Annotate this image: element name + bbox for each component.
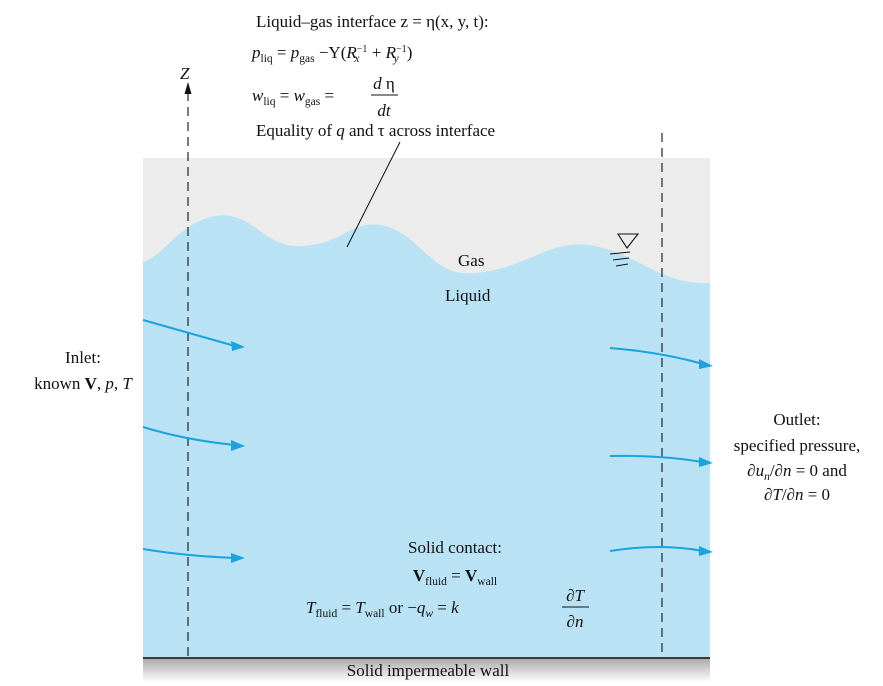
svg-text:∂n: ∂n bbox=[567, 612, 584, 631]
svg-text:∂T: ∂T bbox=[566, 586, 585, 605]
z-axis-label: Z bbox=[180, 64, 190, 83]
outlet-velocity-condition: ∂un/∂n = 0 and bbox=[747, 461, 847, 483]
solid-contact-title: Solid contact: bbox=[408, 538, 502, 557]
svg-text:pliq = pgas −Υ(R−1x + R−1y): pliq = pgas −Υ(R−1x + R−1y) bbox=[251, 43, 412, 65]
interface-flux-statement: Equality of q and τ across interface bbox=[256, 121, 495, 140]
outlet-temperature-condition: ∂T/∂n = 0 bbox=[764, 485, 830, 504]
svg-text:d η: d η bbox=[373, 74, 395, 93]
outlet-pressure-text: specified pressure, bbox=[734, 436, 861, 455]
interface-velocity-equation: wliq = wgas = d η dt bbox=[252, 74, 398, 120]
gas-label: Gas bbox=[458, 251, 484, 270]
svg-text:Equality of q and τ across int: Equality of q and τ across interface bbox=[256, 121, 495, 140]
svg-text:known V, p, T: known V, p, T bbox=[34, 374, 133, 393]
svg-text:∂T/∂n = 0: ∂T/∂n = 0 bbox=[764, 485, 830, 504]
liquid-label: Liquid bbox=[445, 286, 491, 305]
inlet-title: Inlet: bbox=[65, 348, 101, 367]
inlet-conditions: known V, p, T bbox=[34, 374, 133, 393]
svg-text:wliq = wgas =: wliq = wgas = bbox=[252, 86, 334, 108]
liquid-region bbox=[143, 215, 710, 658]
z-axis-arrowhead bbox=[185, 82, 192, 94]
svg-text:∂un/∂n = 0 and: ∂un/∂n = 0 and bbox=[747, 461, 847, 483]
interface-title: Liquid–gas interface z = η(x, y, t): bbox=[256, 12, 489, 31]
svg-text:dt: dt bbox=[377, 101, 392, 120]
wall-caption: Solid impermeable wall bbox=[347, 661, 510, 680]
outlet-title: Outlet: bbox=[773, 410, 820, 429]
